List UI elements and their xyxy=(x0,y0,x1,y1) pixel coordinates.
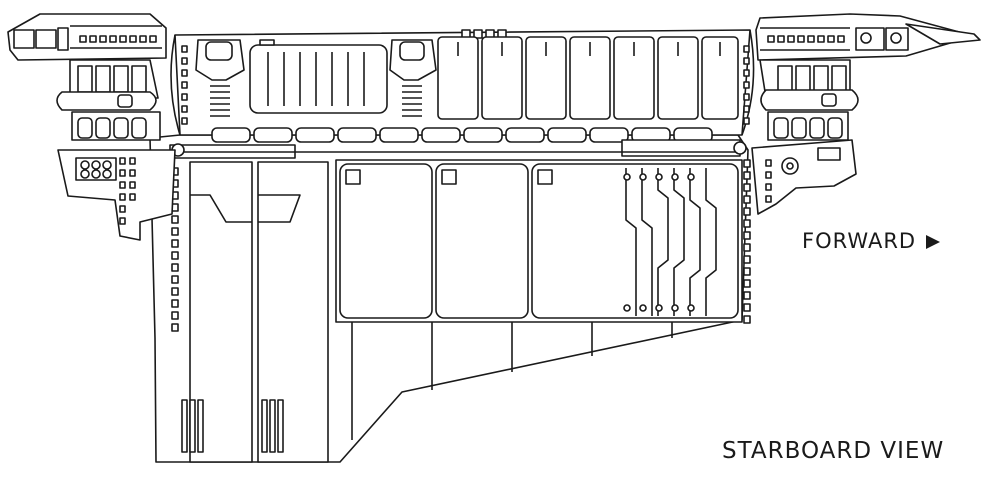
upper-slat-ticks xyxy=(457,42,721,56)
cargo-door-3 xyxy=(531,163,739,319)
upper-rib-ticks-right xyxy=(743,45,750,125)
left-nacelle-pod xyxy=(56,91,157,111)
upper-window-panel xyxy=(249,44,388,114)
cargo-ramp-lines xyxy=(625,168,717,316)
right-engine-ticks xyxy=(765,159,772,203)
cargo-door-markers xyxy=(345,169,553,185)
waterline-strip-right xyxy=(621,139,741,157)
upper-rib-ticks-left xyxy=(181,45,188,125)
upper-slat-panels xyxy=(437,36,739,120)
right-nacelle-lower-slats xyxy=(773,117,843,139)
right-joint xyxy=(733,141,747,155)
upper-vent-left-grille xyxy=(210,85,230,117)
right-nacelle-studs xyxy=(767,35,845,43)
right-rib-ticks xyxy=(743,159,751,324)
lower-hull-dividers xyxy=(351,322,673,440)
left-rib-ticks xyxy=(171,167,179,332)
right-nacelle-pylon-slats xyxy=(777,65,847,93)
left-engine-grille xyxy=(75,157,117,181)
left-bay-1-notch xyxy=(190,194,252,223)
right-nacelle-pod-window xyxy=(821,93,837,107)
left-bay-2-notch xyxy=(258,194,301,223)
left-bay-vents xyxy=(181,399,284,453)
cargo-door-2 xyxy=(435,163,529,319)
upper-vent-left-window xyxy=(205,41,233,61)
left-bay-2 xyxy=(257,161,329,463)
upper-window-slats xyxy=(267,52,365,106)
cargo-door-1 xyxy=(339,163,433,319)
view-label: STARBOARD VIEW xyxy=(722,438,945,464)
forward-label: FORWARD xyxy=(802,229,917,253)
left-nacelle-lower-slats xyxy=(77,117,147,139)
right-nacelle-pod xyxy=(760,89,859,111)
left-nacelle-studs xyxy=(79,35,157,43)
triangle-right-icon xyxy=(926,234,941,249)
upper-deck-left-cap xyxy=(170,34,181,136)
cargo-rivets xyxy=(623,173,695,312)
forward-indicator: FORWARD xyxy=(802,231,942,252)
left-engine-ticks xyxy=(119,157,136,225)
right-nacelle-nose xyxy=(905,23,981,45)
right-engine-plate xyxy=(817,147,841,161)
right-nacelle-cubes xyxy=(855,27,909,51)
upper-segment-band xyxy=(211,127,713,143)
upper-vent-right-window xyxy=(399,41,425,61)
upper-vent-right-grille xyxy=(402,85,422,117)
left-nacelle-cubes xyxy=(13,27,69,51)
left-nacelle-pod-window xyxy=(117,94,133,108)
